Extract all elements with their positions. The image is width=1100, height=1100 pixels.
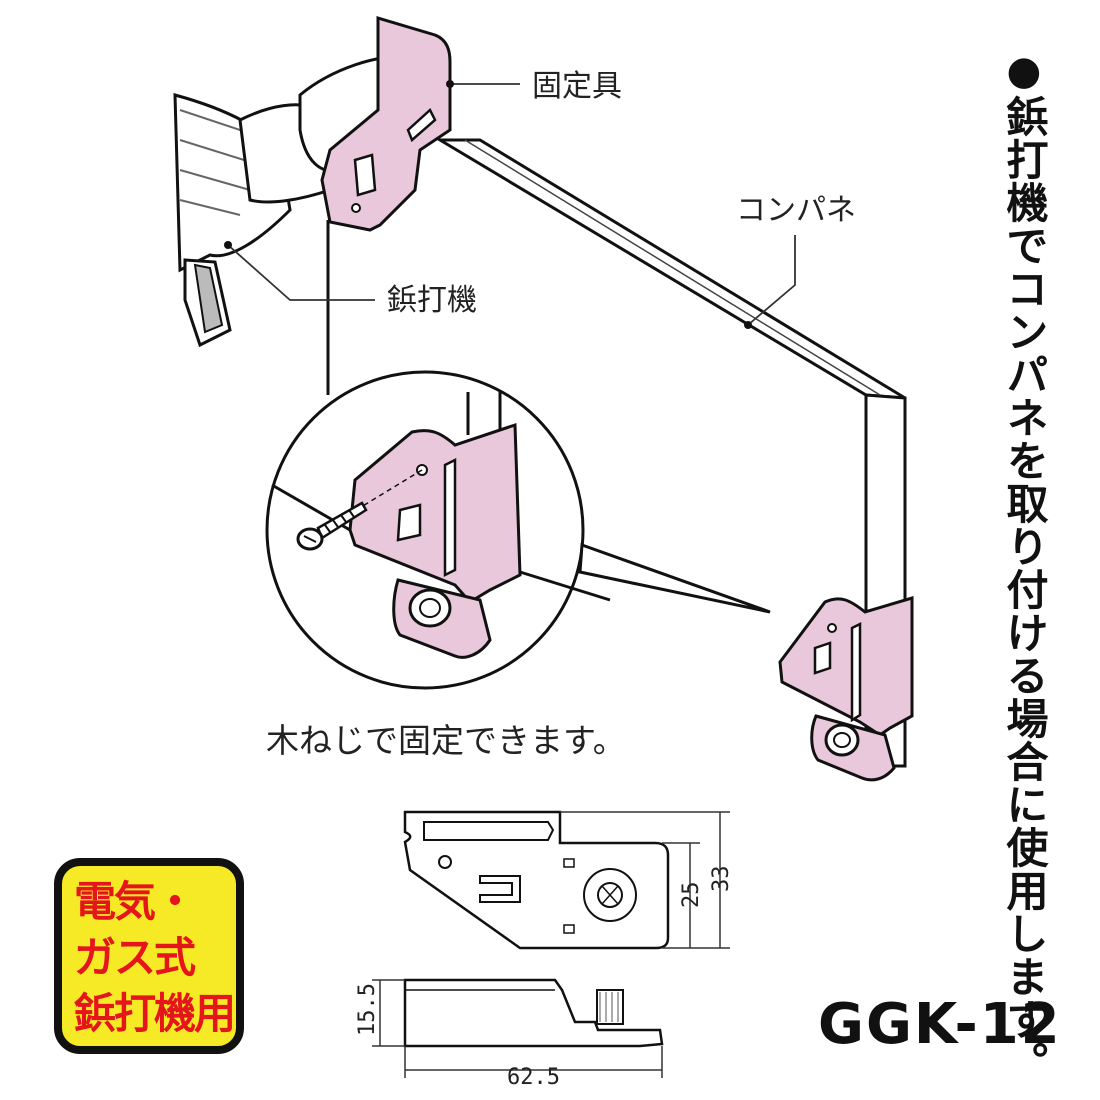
label-nailer: 鋲打機 — [387, 283, 477, 318]
side-view-drawing — [372, 978, 664, 1078]
detail-caption: 木ねじで固定できます。 — [266, 721, 626, 760]
badge-line-2: ガス式 — [74, 933, 196, 982]
top-view-drawing — [403, 810, 730, 950]
badge-line-3: 鋲打機用 — [74, 989, 236, 1038]
dim-height-inner: 25 — [679, 882, 704, 909]
leader-lines — [227, 83, 796, 326]
detail-circle — [265, 370, 771, 690]
leader-dot-panel — [744, 321, 752, 329]
leader-dot-nailer — [224, 241, 232, 249]
usage-note-text: 鋲打機でコンパネを取り付ける場合に使用します。 — [1000, 95, 1049, 1084]
badge-line-1: 電気・ — [74, 877, 196, 926]
label-fixture: 固定具 — [532, 69, 622, 104]
label-panel: コンパネ — [736, 193, 856, 228]
fixture-top — [320, 15, 452, 232]
leader-dot-fixture — [446, 80, 454, 88]
usage-badge: 電気・ ガス式 鋲打機用 — [54, 858, 244, 1054]
wood-screw — [296, 469, 423, 551]
dim-thickness: 15.5 — [355, 983, 380, 1036]
dim-height-outer: 33 — [709, 866, 734, 893]
fixture-bottom — [778, 595, 914, 782]
bullet-icon: ● — [1001, 48, 1047, 95]
usage-note: ●鋲打機でコンパネを取り付ける場合に使用します。 — [990, 48, 1050, 1084]
dim-width: 62.5 — [507, 1065, 560, 1090]
model-number: GGK-12 — [818, 992, 1062, 1057]
